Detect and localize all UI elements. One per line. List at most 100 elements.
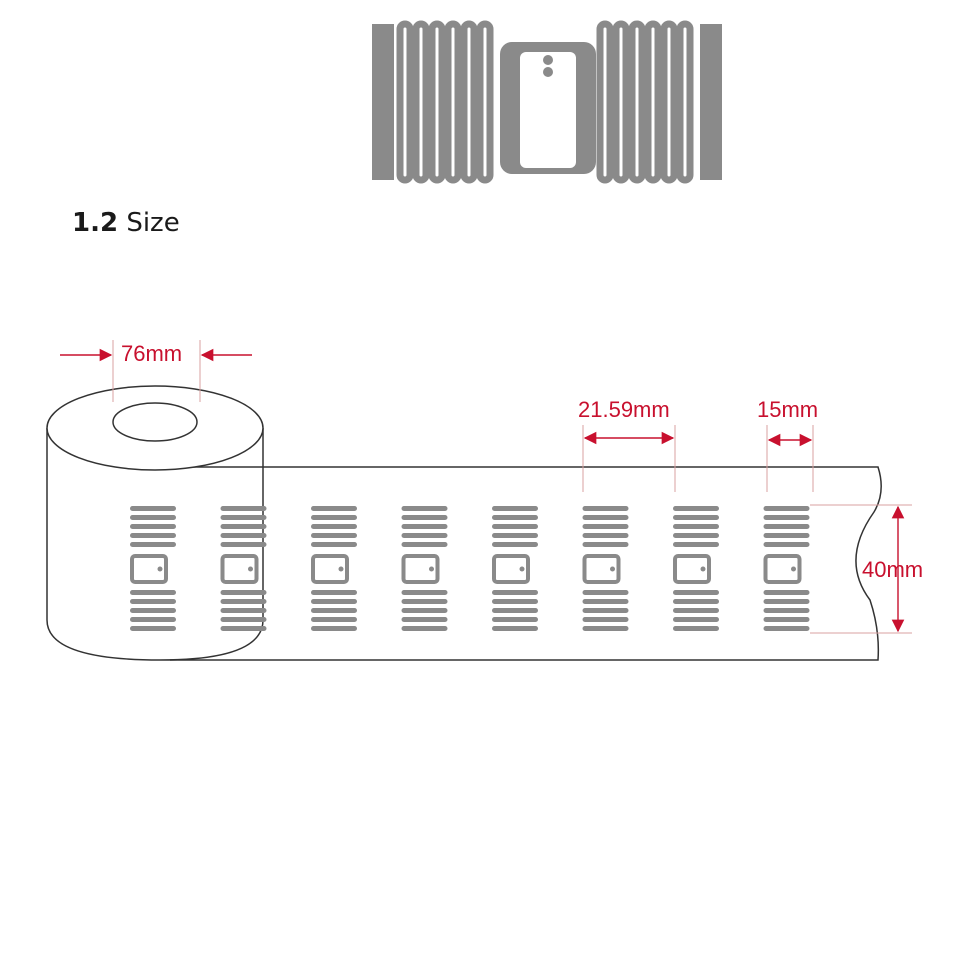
label-row bbox=[130, 506, 810, 631]
inlay-meander-loop bbox=[596, 20, 614, 184]
label-antenna-line bbox=[311, 533, 357, 538]
rfid-label bbox=[311, 506, 357, 631]
label-chip bbox=[130, 554, 168, 584]
label-antenna-line bbox=[492, 608, 538, 613]
label-chip-dot bbox=[610, 566, 615, 572]
label-antenna-line bbox=[763, 524, 810, 529]
label-antenna-line bbox=[673, 506, 719, 511]
rfid-label bbox=[673, 506, 719, 631]
label-antenna-line bbox=[582, 515, 629, 520]
inlay-end-bar-right bbox=[700, 24, 722, 180]
label-antenna-line bbox=[673, 608, 719, 613]
label-antenna-line bbox=[401, 626, 448, 631]
label-antenna-line bbox=[673, 617, 719, 622]
inlay-meander-loop bbox=[396, 20, 414, 184]
core-diameter-label: 76mm bbox=[121, 341, 182, 366]
label-antenna-line bbox=[492, 617, 538, 622]
roll-body bbox=[46, 428, 264, 661]
label-antenna-line bbox=[401, 542, 448, 547]
label-antenna-line bbox=[401, 533, 448, 538]
label-antenna-line bbox=[220, 617, 267, 622]
label-antenna-line bbox=[220, 515, 267, 520]
label-antenna-line bbox=[130, 617, 176, 622]
label-antenna-line bbox=[763, 506, 810, 511]
label-antenna-line bbox=[130, 533, 176, 538]
inlay-chip-dot bbox=[543, 55, 553, 65]
inlay-meander-loop bbox=[428, 20, 446, 184]
label-antenna-line bbox=[130, 542, 176, 547]
label-antenna-line bbox=[763, 590, 810, 595]
label-antenna-line bbox=[311, 515, 357, 520]
inlay-chip-window bbox=[520, 52, 576, 168]
label-antenna-line bbox=[311, 524, 357, 529]
label-antenna-line bbox=[492, 506, 538, 511]
label-antenna-line bbox=[220, 599, 267, 604]
label-chip-dot bbox=[700, 566, 706, 572]
label-antenna-line bbox=[401, 506, 448, 511]
label-antenna-line bbox=[673, 542, 719, 547]
label-chip bbox=[220, 554, 259, 584]
label-antenna-line bbox=[130, 599, 176, 604]
rfid-label bbox=[492, 506, 538, 631]
label-antenna-line bbox=[220, 542, 267, 547]
label-chip bbox=[673, 554, 711, 584]
label-antenna-line bbox=[220, 590, 267, 595]
rfid-label bbox=[763, 506, 810, 631]
label-antenna-line bbox=[763, 515, 810, 520]
label-antenna-line bbox=[311, 506, 357, 511]
label-antenna-line bbox=[673, 524, 719, 529]
label-antenna-line bbox=[130, 515, 176, 520]
label-antenna-line bbox=[763, 608, 810, 613]
label-antenna-line bbox=[311, 590, 357, 595]
label-chip bbox=[401, 554, 440, 584]
label-antenna-line bbox=[220, 524, 267, 529]
inlay-meander-loop bbox=[676, 20, 694, 184]
label-antenna-line bbox=[763, 599, 810, 604]
inlay-meander-loop bbox=[412, 20, 430, 184]
label-chip-dot bbox=[157, 566, 163, 572]
label-antenna-line bbox=[130, 524, 176, 529]
inlay-meander-loop bbox=[628, 20, 646, 184]
label-chip bbox=[492, 554, 530, 584]
roll-core bbox=[112, 402, 198, 442]
label-antenna-line bbox=[582, 542, 629, 547]
inlay-meander-loop bbox=[612, 20, 630, 184]
label-antenna-line bbox=[220, 608, 267, 613]
label-antenna-line bbox=[401, 599, 448, 604]
inlay-meander-loop bbox=[460, 20, 478, 184]
section-number: 1.2 bbox=[72, 208, 119, 238]
label-antenna-line bbox=[492, 626, 538, 631]
label-antenna-line bbox=[763, 617, 810, 622]
width-label: 15mm bbox=[757, 397, 818, 422]
inlay-meander-loop bbox=[644, 20, 662, 184]
dimension-guides bbox=[112, 340, 912, 634]
label-web bbox=[160, 466, 882, 661]
label-antenna-line bbox=[130, 608, 176, 613]
label-antenna-line bbox=[130, 626, 176, 631]
label-antenna-line bbox=[673, 515, 719, 520]
dimension-labels: 76mm 21.59mm 15mm 40mm bbox=[121, 341, 923, 582]
label-antenna-line bbox=[582, 599, 629, 604]
label-antenna-line bbox=[311, 617, 357, 622]
label-antenna-line bbox=[401, 524, 448, 529]
label-antenna-line bbox=[130, 590, 176, 595]
label-antenna-line bbox=[311, 626, 357, 631]
label-antenna-line bbox=[492, 533, 538, 538]
label-antenna-line bbox=[763, 542, 810, 547]
label-antenna-line bbox=[582, 533, 629, 538]
label-antenna-line bbox=[582, 608, 629, 613]
height-label: 40mm bbox=[862, 557, 923, 582]
label-roll bbox=[46, 385, 882, 661]
inlay-meander-loop bbox=[476, 20, 494, 184]
rfid-label bbox=[130, 506, 176, 631]
label-antenna-line bbox=[492, 590, 538, 595]
label-antenna-line bbox=[220, 533, 267, 538]
label-antenna-line bbox=[673, 533, 719, 538]
label-antenna-line bbox=[673, 599, 719, 604]
label-chip-dot bbox=[429, 566, 434, 572]
inlay-meander-loop bbox=[444, 20, 462, 184]
dimension-arrows bbox=[60, 348, 905, 633]
label-antenna-line bbox=[492, 515, 538, 520]
inlay-chip-dot bbox=[543, 67, 553, 77]
